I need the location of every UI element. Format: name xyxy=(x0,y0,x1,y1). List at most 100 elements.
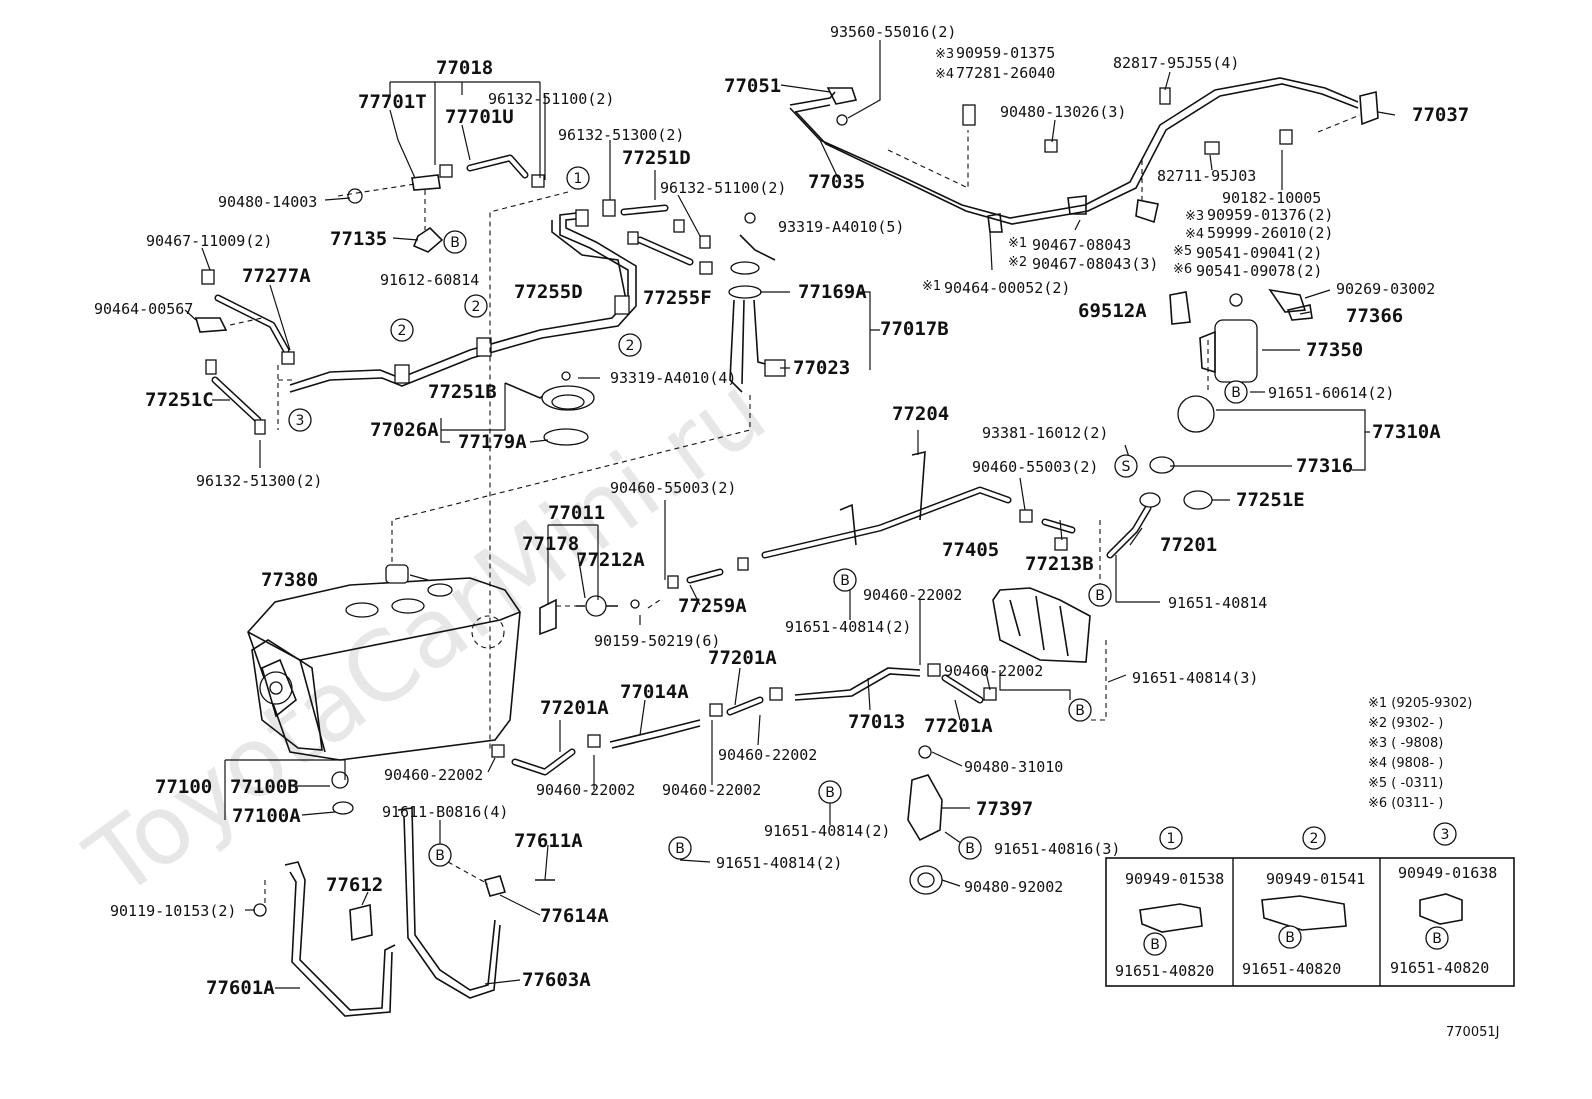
marker-b: B xyxy=(1150,937,1160,953)
ref-mark-3: ※3 xyxy=(1185,209,1204,224)
label-91651-40816: 91651-40816(3) xyxy=(994,840,1120,858)
label-90467-08043: 90467-08043 xyxy=(1032,236,1131,254)
clamp-table-bolt-3: 91651-40820 xyxy=(1390,959,1489,977)
ref-mark-5: ※5 xyxy=(1173,244,1192,259)
label-77255D: 77255D xyxy=(514,281,583,303)
label-77277A: 77277A xyxy=(242,265,311,287)
marker-b: B xyxy=(1095,588,1105,604)
clamp-2-icon xyxy=(1261,895,1347,931)
label-77201A-a: 77201A xyxy=(708,647,777,669)
marker-2: 2 xyxy=(398,323,407,339)
label-77366: 77366 xyxy=(1346,305,1403,327)
label-77251D: 77251D xyxy=(622,147,691,169)
label-77179A: 77179A xyxy=(458,431,527,453)
label-77701T: 77701T xyxy=(358,91,427,113)
label-77251B: 77251B xyxy=(428,381,497,403)
ref-mark-6: ※6 xyxy=(1173,262,1192,277)
label-77213B: 77213B xyxy=(1025,553,1094,575)
footnote-3: ※3 ( -9808) xyxy=(1368,736,1443,751)
label-82817-95J55: 82817-95J55(4) xyxy=(1113,54,1239,72)
label-77100: 77100 xyxy=(155,776,212,798)
label-90460-55003-a: 90460-55003(2) xyxy=(610,479,736,497)
ref-mark-3: ※3 xyxy=(935,47,954,62)
label-96132-51300-b: 96132-51300(2) xyxy=(196,472,322,490)
ref-mark-4: ※4 xyxy=(1185,227,1204,242)
label-77316: 77316 xyxy=(1296,455,1353,477)
clamp-table-part-1: 90949-01538 xyxy=(1125,870,1224,888)
clamp-1-icon xyxy=(1139,903,1203,933)
marker-b: B xyxy=(675,841,685,857)
label-90460-22002-f: 90460-22002 xyxy=(662,781,761,799)
vapor-pipe-assembly xyxy=(194,154,786,446)
label-82711-95J03: 82711-95J03 xyxy=(1157,167,1256,185)
label-90464-00567: 90464-00567 xyxy=(94,300,193,318)
label-77100A: 77100A xyxy=(232,805,301,827)
ref-mark-1: ※1 xyxy=(1008,236,1027,251)
ref-mark-2: ※2 xyxy=(1008,255,1027,270)
clamp-table: 1 90949-01538 B 91651-40820 2 90949-0154… xyxy=(1105,822,1515,987)
label-77017B: 77017B xyxy=(880,318,949,340)
label-90480-14003: 90480-14003 xyxy=(218,193,317,211)
label-90541-09041: 90541-09041(2) xyxy=(1196,244,1322,262)
ref-mark-1: ※1 xyxy=(922,279,941,294)
marker-2: 2 xyxy=(626,338,635,354)
marker-3: 3 xyxy=(296,413,305,429)
label-77018: 77018 xyxy=(436,57,493,79)
label-77350: 77350 xyxy=(1306,339,1363,361)
marker-b: B xyxy=(1285,930,1295,946)
label-77281-26040: 77281-26040 xyxy=(956,64,1055,82)
marker-b: B xyxy=(1075,703,1085,719)
label-77251C: 77251C xyxy=(145,389,214,411)
label-77614A: 77614A xyxy=(540,905,609,927)
label-69512A: 69512A xyxy=(1078,300,1147,322)
label-77255F: 77255F xyxy=(643,287,712,309)
label-93381-16012: 93381-16012(2) xyxy=(982,424,1108,442)
label-90182-10005: 90182-10005 xyxy=(1222,189,1321,207)
figure-code: 770051J xyxy=(1446,1025,1499,1040)
label-90159-50219: 90159-50219(6) xyxy=(594,632,720,650)
label-77100B: 77100B xyxy=(230,776,299,798)
label-90480-13026: 90480-13026(3) xyxy=(1000,103,1126,121)
label-93560-55016: 93560-55016(2) xyxy=(830,23,956,41)
clamp-table-bolt-1: 91651-40820 xyxy=(1115,962,1214,980)
label-77014A: 77014A xyxy=(620,681,689,703)
label-77011: 77011 xyxy=(548,502,605,524)
label-90269-03002: 90269-03002 xyxy=(1336,280,1435,298)
footnote-2: ※2 (9302- ) xyxy=(1368,716,1443,731)
label-77310A: 77310A xyxy=(1372,421,1441,443)
label-96132-51100-b: 96132-51100(2) xyxy=(660,179,786,197)
label-77201A-c: 77201A xyxy=(924,715,993,737)
label-77251E: 77251E xyxy=(1236,489,1305,511)
label-77037: 77037 xyxy=(1412,104,1469,126)
marker-s: S xyxy=(1122,459,1131,475)
tank-straps xyxy=(253,807,555,1017)
label-90460-22002-a: 90460-22002 xyxy=(863,586,962,604)
label-77201: 77201 xyxy=(1160,534,1217,556)
label-90460-22002-e: 90460-22002 xyxy=(536,781,635,799)
marker-b: B xyxy=(965,841,975,857)
label-77178: 77178 xyxy=(522,533,579,555)
label-77701U: 77701U xyxy=(445,106,514,128)
label-91651-40814: 91651-40814 xyxy=(1168,594,1267,612)
label-90460-22002-d: 90460-22002 xyxy=(384,766,483,784)
label-90464-00052: 90464-00052(2) xyxy=(944,279,1070,297)
label-77035: 77035 xyxy=(808,171,865,193)
breather-tube-assembly xyxy=(789,77,1379,559)
label-90959-01376: 90959-01376(2) xyxy=(1207,206,1333,224)
label-90460-55003-b: 90460-55003(2) xyxy=(972,458,1098,476)
footnote-5: ※5 ( -0311) xyxy=(1368,776,1443,791)
label-90541-09078: 90541-09078(2) xyxy=(1196,262,1322,280)
marker-b: B xyxy=(450,235,460,251)
label-77135: 77135 xyxy=(330,228,387,250)
footnote-1: ※1 (9205-9302) xyxy=(1368,696,1472,711)
footnote-list: ※1 (9205-9302) ※2 (9302- ) ※3 ( -9808) ※… xyxy=(1368,696,1472,811)
label-90460-22002-b: 90460-22002 xyxy=(944,662,1043,680)
label-77397: 77397 xyxy=(976,798,1033,820)
label-93319-A4010-5: 93319-A4010(5) xyxy=(778,218,904,236)
label-77169A: 77169A xyxy=(798,281,867,303)
clamp-table-marker-3: 3 xyxy=(1441,827,1450,843)
leader-lines xyxy=(184,40,1396,989)
label-77612: 77612 xyxy=(326,874,383,896)
label-96132-51100: 96132-51100(2) xyxy=(488,90,614,108)
